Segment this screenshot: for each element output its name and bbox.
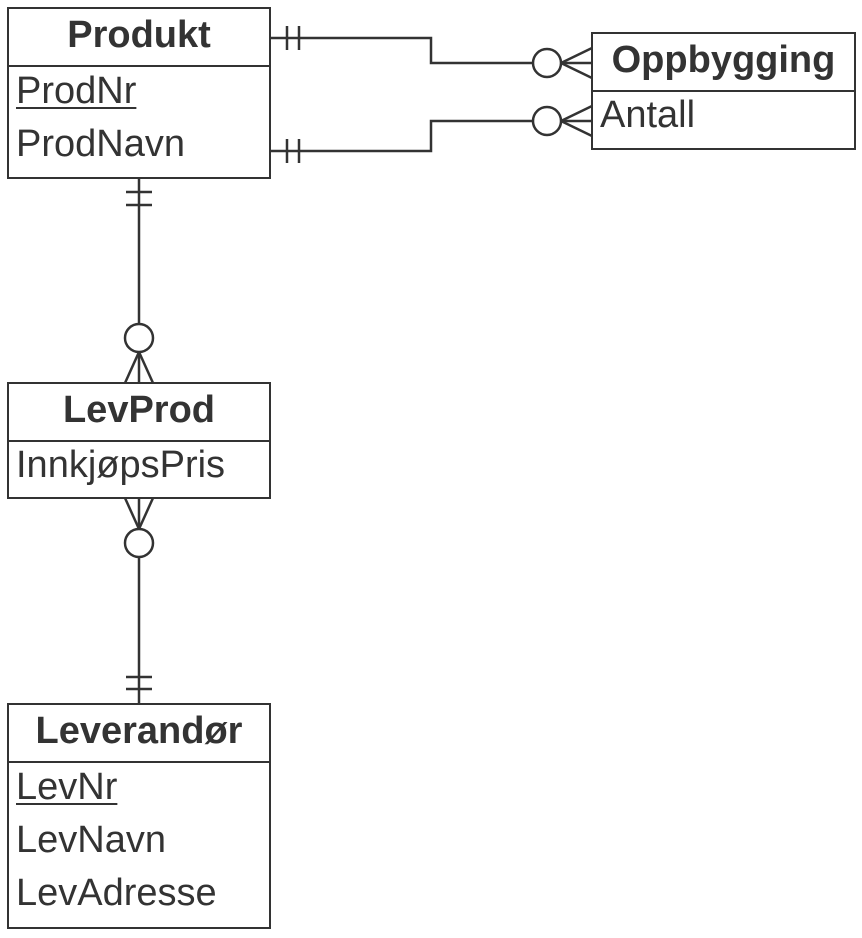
relationship-leverandor-levprod: [123, 497, 155, 704]
entity-title: LevProd: [9, 384, 269, 442]
entity-oppbygging: Oppbygging Antall: [591, 32, 856, 150]
entity-produkt: Produkt ProdNr ProdNavn: [7, 7, 271, 179]
entity-title: Produkt: [9, 9, 269, 67]
entity-leverandor: Leverandør LevNr LevNavn LevAdresse: [7, 703, 271, 929]
attribute: LevNavn: [16, 819, 166, 861]
attribute-primary-key: LevNr: [16, 766, 118, 808]
attribute-primary-key: ProdNr: [16, 70, 137, 112]
attribute: ProdNavn: [16, 123, 185, 165]
relationship-produkt-oppbygging-2: [270, 104, 593, 163]
attribute: LevAdresse: [16, 872, 217, 914]
entity-title: Oppbygging: [593, 34, 854, 92]
relationship-produkt-levprod: [123, 178, 155, 384]
attribute: InnkjøpsPris: [16, 444, 226, 486]
entity-levprod: LevProd InnkjøpsPris: [7, 382, 271, 499]
relationship-produkt-oppbygging-1: [270, 26, 593, 80]
entity-title: Leverandør: [9, 705, 269, 763]
attribute: Antall: [600, 94, 696, 136]
